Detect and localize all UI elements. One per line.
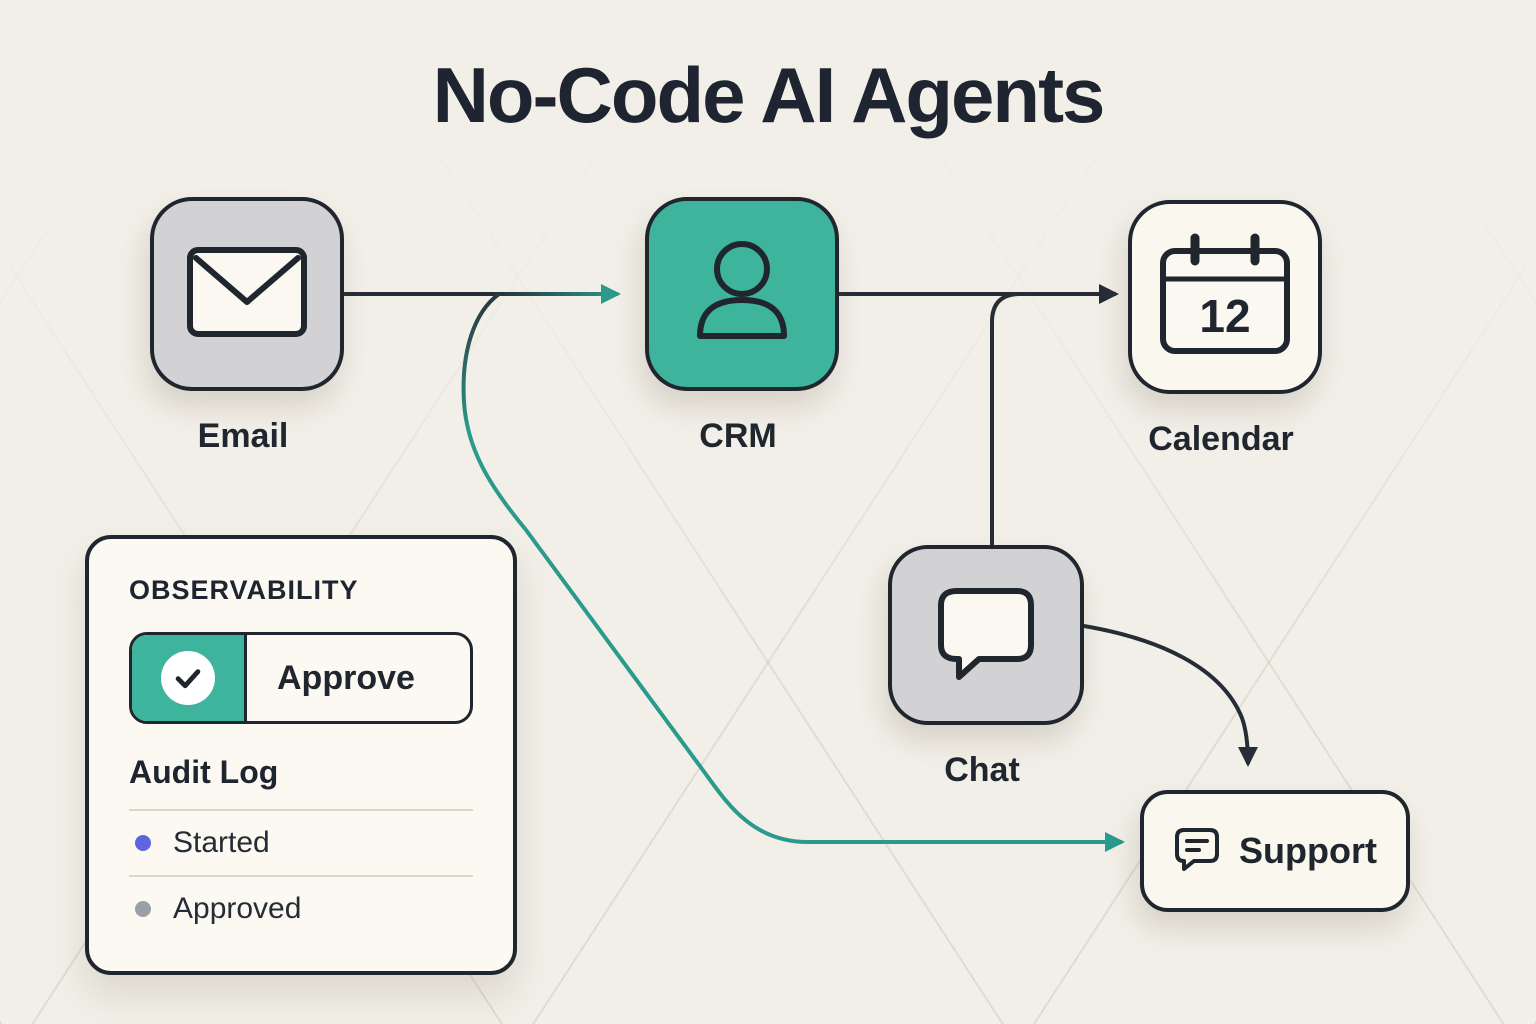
support-node-label: Support — [1239, 830, 1377, 871]
message-lines-icon — [1173, 826, 1221, 877]
arrow-chat-to-support — [1077, 623, 1258, 767]
checkmark-icon — [161, 651, 215, 705]
approve-toggle-label: Approve — [277, 658, 415, 697]
audit-log-heading: Audit Log — [129, 754, 279, 790]
node-email: Email — [150, 197, 344, 456]
arrow-branch-to-support — [461, 292, 1125, 852]
crm-node-label: CRM — [699, 417, 777, 455]
calendar-day-number: 12 — [1199, 290, 1250, 342]
started-status-dot — [135, 835, 151, 851]
audit-log-entry-started: Started — [129, 809, 473, 875]
audit-entry-label: Approved — [173, 892, 302, 925]
email-node-label: Email — [197, 417, 289, 455]
crm-node-box — [645, 197, 839, 391]
approve-toggle-check-segment — [132, 635, 247, 721]
observability-heading: OBSERVABILITY — [129, 575, 359, 605]
audit-entry-label: Started — [173, 826, 270, 859]
node-chat: Chat — [888, 545, 1084, 790]
chat-node-box — [888, 545, 1084, 725]
node-calendar: 12 Calendar — [1128, 200, 1322, 459]
email-node-box — [150, 197, 344, 391]
calendar-icon: 12 — [1155, 231, 1295, 364]
node-crm: CRM — [645, 197, 839, 456]
approved-status-dot — [135, 901, 151, 917]
person-icon — [686, 236, 798, 353]
node-support: Support — [1140, 790, 1410, 912]
approve-toggle[interactable]: Approve — [129, 632, 473, 724]
calendar-node-label: Calendar — [1148, 420, 1294, 458]
observability-panel: OBSERVABILITY Approve Audit Log Started … — [85, 535, 517, 975]
envelope-icon — [187, 246, 307, 343]
audit-log-entry-approved: Approved — [129, 875, 473, 941]
calendar-node-box: 12 — [1128, 200, 1322, 394]
chat-node-label: Chat — [944, 751, 1020, 789]
wire-chat-to-calendar — [990, 292, 1045, 560]
page-title: No-Code AI Agents — [432, 51, 1106, 139]
speech-bubble-icon — [933, 583, 1039, 688]
